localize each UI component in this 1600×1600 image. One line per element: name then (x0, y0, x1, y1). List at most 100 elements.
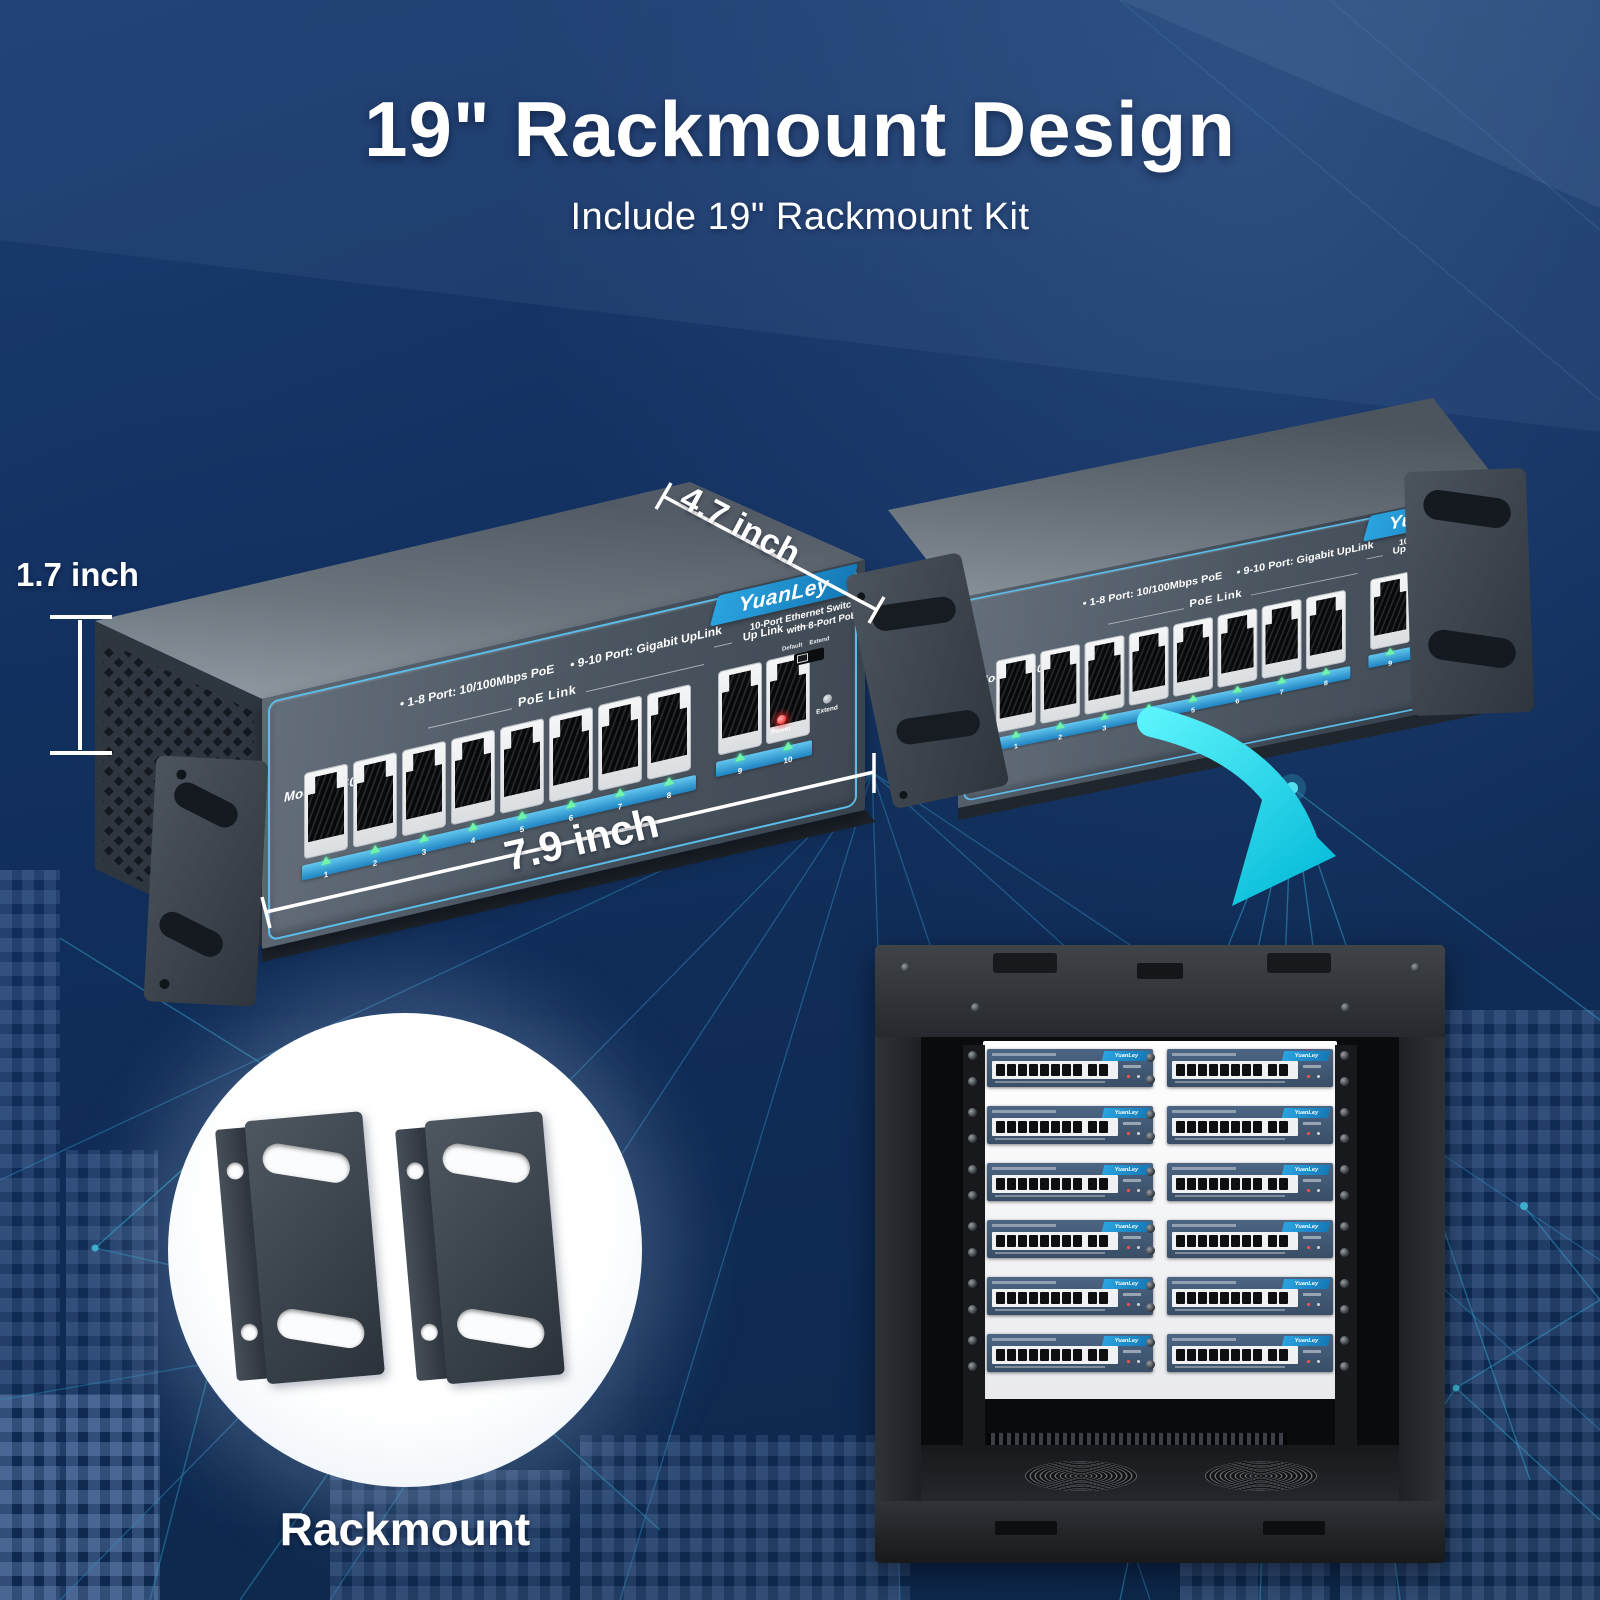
link-led-triangle-icon (1011, 729, 1021, 739)
uplink-port (1370, 571, 1410, 651)
screw-icon (1340, 1077, 1349, 1086)
unit-rj45-jack-icon (1209, 1292, 1218, 1304)
unit-rj45-jack-icon (1220, 1064, 1229, 1076)
unit-rj45-jack-icon (1040, 1064, 1049, 1076)
bracket-slot (274, 1306, 367, 1351)
unit-rj45-jack-icon (1187, 1121, 1196, 1133)
unit-power-led-icon (1127, 1075, 1130, 1078)
rj45-jack-icon (1221, 613, 1254, 673)
rack-bottom-slot (1263, 1521, 1325, 1535)
rack-switch-unit: YuanLey (1167, 1334, 1333, 1372)
unit-rj45-jack-icon (1029, 1349, 1038, 1361)
screw-icon (1340, 1222, 1349, 1231)
rj45-jack-icon (504, 725, 540, 797)
unit-rj45-jack-icon (1176, 1235, 1185, 1247)
unit-port-strip (992, 1289, 1118, 1307)
unit-rj45-jack-icon (1220, 1349, 1229, 1361)
bracket-hole (420, 1323, 439, 1342)
unit-power-led-icon (1127, 1189, 1130, 1192)
unit-led-label (1123, 1122, 1141, 1125)
screw-icon (1146, 1338, 1155, 1347)
unit-port-numbers (995, 1081, 1105, 1083)
unit-port-strip (1172, 1175, 1298, 1193)
link-led-triangle-icon (1321, 666, 1331, 676)
screw-icon (1146, 1167, 1155, 1176)
unit-spec-text (992, 1053, 1056, 1056)
unit-spec-text (992, 1224, 1056, 1227)
unit-rj45-jack-icon (1051, 1121, 1060, 1133)
unit-brand-banner: YuanLey (1101, 1222, 1151, 1232)
unit-rj45-jack-icon (1088, 1121, 1097, 1133)
unit-rj45-jack-icon (1018, 1235, 1027, 1247)
unit-rj45-jack-icon (1268, 1235, 1277, 1247)
unit-rj45-jack-icon (1062, 1064, 1071, 1076)
unit-spec-text (1172, 1224, 1236, 1227)
unit-rj45-jack-icon (1073, 1178, 1082, 1190)
unit-rj45-jack-icon (1220, 1178, 1229, 1190)
rack-switch-unit: YuanLey (1167, 1106, 1333, 1144)
screw-icon (1340, 1336, 1349, 1345)
screw-icon (1146, 1303, 1155, 1312)
unit-port-strip (1172, 1346, 1298, 1364)
unit-rj45-jack-icon (1279, 1121, 1288, 1133)
rj45-jack-icon (1310, 595, 1343, 655)
screw-icon (1340, 1279, 1349, 1288)
unit-rj45-jack-icon (1007, 1235, 1016, 1247)
power-led-icon (776, 714, 786, 726)
bracket-plate (424, 1111, 565, 1385)
poe-port (1261, 598, 1302, 680)
unit-spec-text (992, 1281, 1056, 1284)
unit-led-label (1303, 1236, 1321, 1239)
right-switch-top-face (888, 398, 1503, 600)
unit-extend-led-icon (1137, 1360, 1140, 1363)
link-led-triangle-icon (735, 751, 745, 762)
unit-rj45-jack-icon (1062, 1178, 1071, 1190)
unit-spec-text (1172, 1338, 1236, 1341)
unit-rj45-jack-icon (1062, 1235, 1071, 1247)
unit-rj45-jack-icon (1253, 1121, 1262, 1133)
poe-port (353, 751, 397, 848)
rack-switch-unit: YuanLey (1167, 1220, 1333, 1258)
unit-rj45-jack-icon (996, 1349, 1005, 1361)
unit-rj45-jack-icon (1279, 1349, 1288, 1361)
unit-rj45-jack-icon (1073, 1064, 1082, 1076)
unit-rj45-jack-icon (1253, 1292, 1262, 1304)
unit-port-numbers (995, 1252, 1105, 1254)
poe-port (1128, 625, 1169, 707)
unit-spec-text (1172, 1110, 1236, 1113)
screw-icon (901, 963, 910, 972)
screw-icon (1146, 1224, 1155, 1233)
unit-rj45-jack-icon (1007, 1121, 1016, 1133)
unit-port-numbers (995, 1309, 1105, 1311)
unit-rj45-jack-icon (1176, 1121, 1185, 1133)
link-led-triangle-icon (1232, 684, 1242, 694)
unit-power-led-icon (1307, 1303, 1310, 1306)
unit-port-numbers (1175, 1309, 1285, 1311)
unit-rj45-jack-icon (1268, 1292, 1277, 1304)
unit-rj45-jack-icon (1073, 1349, 1082, 1361)
link-led-triangle-icon (370, 843, 380, 855)
height-dimension-label: 1.7 inch (16, 556, 139, 593)
unit-rj45-jack-icon (1029, 1292, 1038, 1304)
link-led-triangle-icon (664, 775, 674, 787)
poe-port (1084, 634, 1125, 716)
unit-rj45-jack-icon (1279, 1235, 1288, 1247)
unit-rj45-jack-icon (1231, 1235, 1240, 1247)
unit-brand-banner: YuanLey (1281, 1108, 1331, 1118)
fan-icon (1025, 1461, 1137, 1491)
unit-brand-banner: YuanLey (1101, 1165, 1151, 1175)
unit-rj45-jack-icon (1029, 1064, 1038, 1076)
link-led-triangle-icon (1428, 638, 1439, 647)
screw-icon (968, 1108, 977, 1117)
bracket-hole (405, 1161, 425, 1181)
unit-port-numbers (1175, 1138, 1285, 1140)
unit-led-label (1123, 1179, 1141, 1182)
unit-brand-logo: YuanLey (1114, 1338, 1138, 1344)
extend-led-icon (1464, 599, 1473, 609)
rack-rail-right (1335, 1045, 1357, 1497)
unit-rj45-jack-icon (1018, 1121, 1027, 1133)
unit-rj45-jack-icon (1029, 1178, 1038, 1190)
link-led-triangle-icon (1144, 702, 1154, 712)
screw-icon (1146, 1053, 1155, 1062)
screw-icon (1340, 1191, 1349, 1200)
